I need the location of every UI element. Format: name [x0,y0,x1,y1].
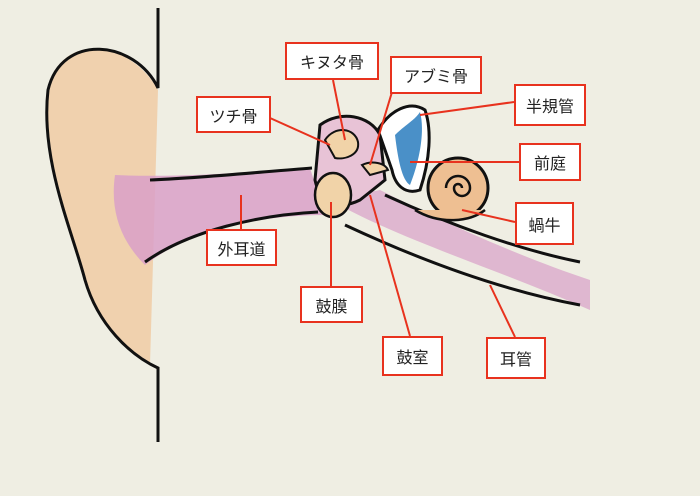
ear-canal-shape [113,168,325,265]
label-cochlea: 蝸牛 [515,202,574,245]
label-incus: キヌタ骨 [285,42,379,80]
label-vestibule: 前庭 [519,143,581,181]
label-stapes: アブミ骨 [390,56,482,94]
label-eustachian-tube: 耳管 [486,337,546,379]
label-semicircular-canals: 半規管 [514,84,586,126]
label-ear-canal: 外耳道 [206,229,277,266]
label-eardrum: 鼓膜 [300,286,363,323]
label-malleus: ツチ骨 [196,96,271,133]
label-tympanic-cavity: 鼓室 [382,336,443,376]
leader-lines [240,79,519,338]
eustachian-tube-shape [330,190,590,310]
